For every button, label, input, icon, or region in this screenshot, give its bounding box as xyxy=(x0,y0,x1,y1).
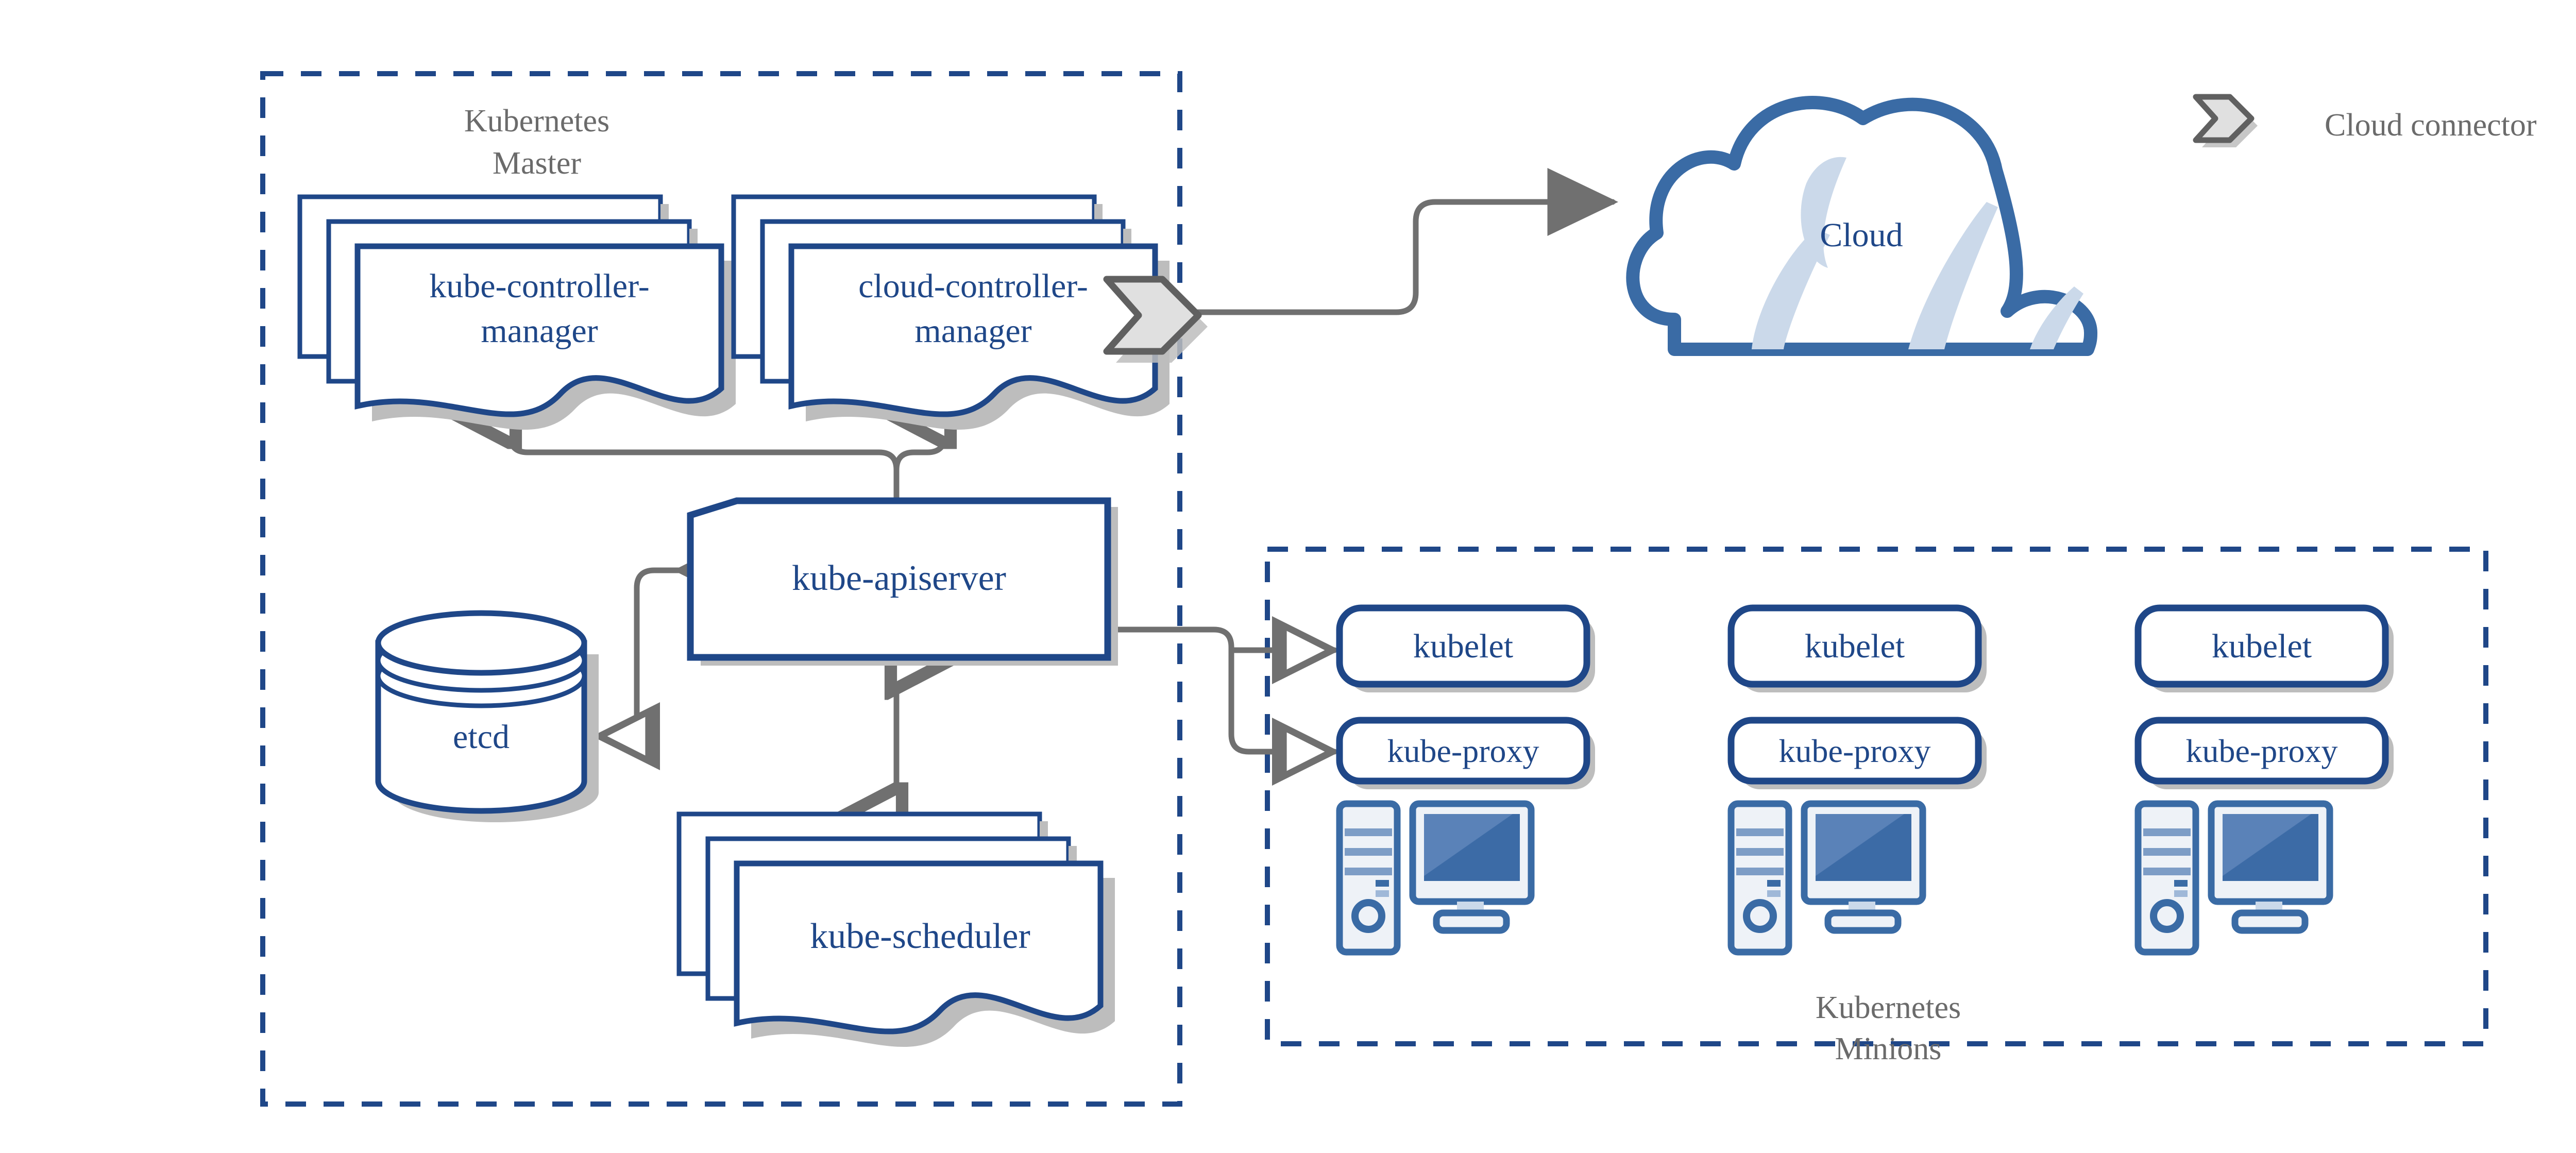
cloud-controller-manager-label-line2: manager xyxy=(914,312,1031,350)
kube-scheduler-label: kube-scheduler xyxy=(810,917,1030,956)
kube-controller-manager-label-line1: kube-controller- xyxy=(429,267,650,305)
minion-node-1: kubelet kube-proxy xyxy=(1336,604,1595,956)
kubelet-box-3[interactable]: kubelet xyxy=(2134,604,2394,692)
computer-icon-2 xyxy=(1727,800,1926,956)
connector-ccm-to-cloud xyxy=(1177,168,1618,315)
kube-proxy-label-3: kube-proxy xyxy=(2185,733,2337,769)
minion-node-2: kubelet kube-proxy xyxy=(1727,604,1987,956)
kubelet-label-1: kubelet xyxy=(1413,628,1513,665)
kube-controller-manager-label-line2: manager xyxy=(481,312,598,350)
connector-apiserver-to-etcd xyxy=(592,536,741,770)
legend: Cloud connector xyxy=(2193,94,2537,147)
computer-icon-3 xyxy=(2134,800,2333,956)
kubernetes-minions-group: Kubernetes Minions xyxy=(1265,547,2488,1066)
cloud-connector-icon xyxy=(1103,276,1208,363)
minions-group-label-line2: Minions xyxy=(1835,1031,1942,1066)
node-kube-apiserver[interactable]: kube-apiserver xyxy=(687,497,1118,666)
node-kube-scheduler[interactable]: kube-scheduler xyxy=(679,814,1115,1047)
connector-apiserver-to-ccm xyxy=(896,412,945,503)
kube-proxy-label-2: kube-proxy xyxy=(1778,733,1930,769)
legend-label: Cloud connector xyxy=(2325,108,2537,143)
etcd-top-ring-1 xyxy=(375,610,587,676)
computer-icon-1 xyxy=(1336,800,1535,956)
cloud-label: Cloud xyxy=(1820,216,1903,254)
cloud-accent-shapes xyxy=(1752,157,2083,349)
master-group-label-line1: Kubernetes xyxy=(464,104,609,139)
kube-proxy-box-3[interactable]: kube-proxy xyxy=(2134,717,2394,789)
minions-group-label-line1: Kubernetes xyxy=(1816,990,1961,1025)
etcd-label: etcd xyxy=(453,718,510,756)
kubelet-box-1[interactable]: kubelet xyxy=(1336,604,1595,692)
kubelet-box-2[interactable]: kubelet xyxy=(1727,604,1987,692)
kubernetes-master-group: Kubernetes Master xyxy=(260,71,1182,1107)
kube-proxy-box-2[interactable]: kube-proxy xyxy=(1727,717,1987,789)
kube-proxy-label-1: kube-proxy xyxy=(1387,733,1539,769)
kube-proxy-box-1[interactable]: kube-proxy xyxy=(1336,717,1595,789)
master-dashed-border xyxy=(260,71,1182,1107)
node-kube-controller-manager[interactable]: kube-controller- manager xyxy=(300,197,736,430)
node-etcd[interactable]: etcd xyxy=(375,610,599,822)
connector-apiserver-to-kubeproxy xyxy=(1228,644,1340,786)
cloud-shape xyxy=(1626,96,2097,356)
legend-cloud-connector-icon xyxy=(2193,94,2258,147)
connector-layer xyxy=(510,168,1618,819)
kubelet-label-2: kubelet xyxy=(1805,628,1905,665)
connector-apiserver-to-kubelet xyxy=(1045,596,1340,684)
node-cloud[interactable]: Cloud xyxy=(1626,96,2097,356)
master-group-label-line2: Master xyxy=(493,146,582,181)
minion-node-3: kubelet kube-proxy xyxy=(2134,604,2394,956)
kube-apiserver-label: kube-apiserver xyxy=(792,558,1006,598)
connector-apiserver-to-kcm xyxy=(510,412,900,503)
node-cloud-controller-manager[interactable]: cloud-controller- manager xyxy=(734,197,1170,430)
kubelet-label-3: kubelet xyxy=(2212,628,2312,665)
cloud-controller-manager-label-line1: cloud-controller- xyxy=(858,267,1088,305)
minions-dashed-border xyxy=(1265,547,2488,1046)
kube-apiserver-shape xyxy=(687,497,1111,661)
